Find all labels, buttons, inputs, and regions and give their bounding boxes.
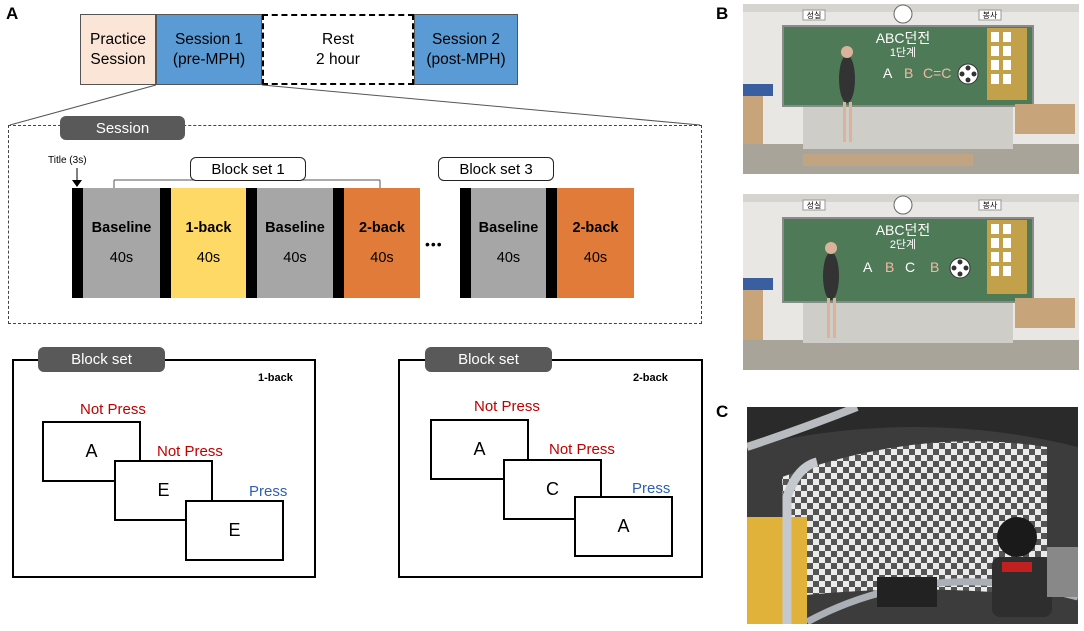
board-subtitle: 1단계 (889, 47, 917, 59)
board-title: ABC던전 (875, 30, 931, 46)
stimulus-card: E (185, 500, 284, 561)
block-duration: 40s (283, 250, 307, 266)
block-baseline: Baseline 40s (257, 188, 333, 298)
panel-c-label: C (716, 402, 729, 421)
sign-left: 성실 (806, 201, 822, 210)
title-bar (72, 188, 83, 298)
block-baseline: Baseline 40s (83, 188, 160, 298)
board-letter: A (863, 259, 873, 275)
block-duration: 40s (109, 250, 134, 266)
title-bar (246, 188, 257, 298)
session-2-box: Session 2 (post-MPH) (414, 14, 518, 85)
block-set-3-label: Block set 3 (438, 157, 554, 181)
block-duration: 40s (196, 250, 221, 266)
block-set-1-label: Block set 1 (190, 157, 306, 181)
blockset-tag: Block set (38, 347, 165, 372)
block-name: Baseline (478, 220, 539, 236)
vr-classroom-scene-1: 성실 봉사 ABC던전 1단계 A B C=C (743, 4, 1079, 174)
response-label: Not Press (80, 401, 146, 418)
response-label: Not Press (549, 441, 615, 458)
blockset-type: 2-back (633, 372, 668, 384)
block-baseline: Baseline 40s (471, 188, 546, 298)
title-bar (460, 188, 471, 298)
block-name: Baseline (91, 220, 152, 236)
response-label: Press (249, 483, 288, 500)
session-detail-region (8, 125, 702, 324)
board-letter: B (930, 259, 940, 275)
vr-classroom-scene-2: 성실 봉사 ABC던전 2단계 A B C B (743, 194, 1079, 370)
block-name: 2-back (359, 220, 405, 236)
board-letter: B (904, 65, 914, 81)
title-marker-label: Title (3s) (48, 155, 87, 166)
response-label: Press (632, 480, 671, 497)
panel-a-label: A (6, 4, 19, 23)
vr-setup-render (747, 407, 1078, 624)
title-bar (546, 188, 557, 298)
board-letter: C (905, 259, 916, 275)
block-duration: 40s (583, 250, 608, 266)
response-label: Not Press (157, 443, 223, 460)
vr-setup-photo (747, 407, 1078, 624)
panel-b-label: B (716, 4, 729, 23)
block-name: 2-back (572, 220, 619, 236)
session-1-box: Session 1 (pre-MPH) (156, 14, 262, 85)
sign-right: 봉사 (982, 201, 998, 210)
block-2-back: 2-back 40s (557, 188, 634, 298)
board-title: ABC던전 (875, 222, 931, 238)
classroom-render (743, 194, 1079, 370)
rest-box: Rest 2 hour (262, 14, 414, 85)
blockset-type: 1-back (258, 372, 293, 384)
board-subtitle: 2단계 (889, 239, 917, 251)
sign-right: 봉사 (982, 11, 998, 20)
block-2-back: 2-back 40s (344, 188, 420, 298)
title-bar (160, 188, 171, 298)
ellipsis: ••• (425, 236, 443, 252)
response-label: Not Press (474, 398, 540, 415)
board-letter: B (885, 259, 895, 275)
stimulus-card: A (574, 496, 673, 557)
session-tag: Session (60, 116, 185, 140)
block-name: 1-back (185, 220, 232, 236)
block-1-back: 1-back 40s (171, 188, 246, 298)
classroom-render (743, 4, 1079, 174)
block-duration: 40s (370, 250, 394, 266)
sign-left: 성실 (806, 11, 822, 20)
board-letter: C=C (923, 65, 952, 81)
block-duration: 40s (496, 250, 521, 266)
block-name: Baseline (265, 220, 325, 236)
blockset-tag: Block set (425, 347, 552, 372)
practice-session-box: Practice Session (80, 14, 156, 85)
board-letter: A (883, 65, 893, 81)
title-bar (333, 188, 344, 298)
